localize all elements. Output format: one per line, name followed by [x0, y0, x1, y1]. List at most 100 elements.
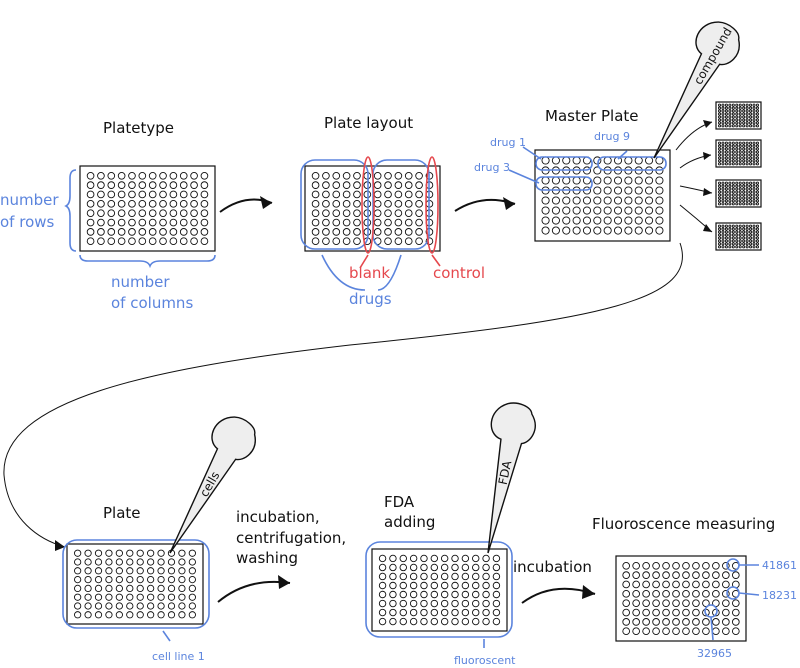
- fluoro-plate-well: [682, 608, 690, 617]
- cells-plate-well: [136, 575, 144, 584]
- cells-plate-well: [115, 567, 123, 575]
- mini-plate-2-well: [724, 159, 728, 163]
- fda-plate-well: [378, 581, 387, 590]
- fda-plate-well: [451, 590, 459, 599]
- mini-plate-3-well: [721, 181, 725, 185]
- master-plate-well: [624, 196, 633, 205]
- fluoro-plate-well: [692, 590, 700, 598]
- master-plate-well: [634, 176, 643, 185]
- fluoro-plate-well: [632, 571, 640, 579]
- fluoro-plate-well: [702, 627, 710, 636]
- mini-plate-2-well: [738, 141, 742, 145]
- fda-plate-well: [492, 617, 501, 626]
- mini-plate-4-well: [755, 242, 759, 246]
- cells-plate-well: [147, 584, 155, 593]
- mini-plate-1-well: [724, 106, 728, 110]
- platetype-plate-well: [128, 181, 136, 189]
- layout-plate-well: [353, 181, 361, 189]
- layout-plate-well: [394, 200, 403, 208]
- mini-plate-3-well: [731, 202, 735, 206]
- platetype-plate-well: [128, 218, 136, 227]
- platetype-plate-well: [128, 190, 136, 199]
- mini-plate-3-well: [742, 202, 746, 206]
- platetype-plate-well: [200, 181, 209, 189]
- fda-plate-well: [378, 572, 387, 581]
- mini-plate-1-well: [749, 115, 753, 119]
- mini-plate-1-well: [738, 112, 742, 116]
- fda-plate-well: [472, 563, 480, 572]
- mini-plate-2-well: [745, 162, 749, 166]
- layout-plate-well: [384, 237, 392, 246]
- mini-plate-4-well: [755, 230, 759, 234]
- layout-plate-well: [342, 200, 351, 208]
- layout-plate-well: [394, 181, 403, 189]
- mini-plate-2-well: [745, 141, 749, 145]
- layout-plate-well: [311, 171, 320, 180]
- fluoro-plate-well: [652, 599, 660, 607]
- mini-plate-3-well: [749, 199, 753, 203]
- reading-value-1: 41861: [762, 559, 797, 572]
- master-plate-well: [551, 226, 560, 235]
- mini-plate-1-well: [735, 124, 739, 128]
- layout-plate-well: [415, 209, 423, 217]
- mini-plate-1-well: [731, 124, 735, 128]
- cells-plate-well: [105, 567, 113, 575]
- cells-plate-well: [84, 584, 92, 593]
- fda-plate-well: [420, 617, 428, 626]
- mini-plate-2-well: [749, 147, 753, 151]
- mini-plate-2-well: [735, 153, 739, 157]
- fluoro-plate-well: [662, 590, 670, 598]
- fda-plate-well: [389, 617, 397, 626]
- platetype-plate-well: [138, 190, 147, 199]
- mini-plate-4-well: [749, 242, 753, 246]
- mini-plate-2-well: [742, 159, 746, 163]
- fda-plate-well: [430, 554, 439, 563]
- master-plate-well: [645, 216, 654, 225]
- fda-plate-well: [399, 581, 407, 590]
- master-plate-well: [634, 156, 643, 165]
- layout-plate-well: [311, 228, 320, 236]
- layout-plate-well: [342, 181, 351, 189]
- mini-plate-2-well: [724, 162, 728, 166]
- fda-plate-well: [451, 554, 459, 563]
- mini-plate-1-well: [738, 103, 742, 107]
- mini-plate-4-well: [745, 236, 749, 240]
- mini-plate-3-well: [735, 187, 739, 191]
- mini-plate-2-well: [718, 162, 722, 166]
- platetype-plate-well: [190, 237, 198, 246]
- mini-plate-1-well: [721, 106, 725, 110]
- mini-plate-3-well: [735, 196, 739, 200]
- mini-plate-1-well: [742, 109, 746, 113]
- drugs-group-left: [300, 159, 369, 250]
- mini-plate-1-well: [752, 118, 756, 122]
- mini-plate-1-well: [745, 121, 749, 125]
- fluoro-plate-frame: [615, 555, 747, 642]
- mini-plate-3-well: [724, 184, 728, 188]
- mini-plate-4-well: [738, 242, 742, 246]
- platetype-plate-well: [148, 228, 157, 236]
- mini-plate-2-well: [721, 147, 725, 151]
- arrow-4-head: [582, 585, 595, 599]
- mini-plate-3-well: [752, 202, 756, 206]
- platetype-plate-well: [138, 171, 147, 180]
- fluoro-plate-well: [622, 580, 630, 589]
- fluoro-plate-well: [652, 561, 660, 570]
- mini-plate-3-well: [718, 196, 722, 200]
- master-plate: [534, 149, 671, 242]
- mini-plate-2-well: [738, 150, 742, 154]
- fda-plate-well: [378, 563, 387, 572]
- layout-plate-well: [332, 218, 341, 227]
- mini-plate-4-well: [752, 233, 756, 237]
- cells-plate-well: [147, 567, 155, 575]
- fda-plate-well: [440, 599, 449, 608]
- mini-plate-3-well: [728, 187, 732, 191]
- fluoro-plate-well: [652, 590, 660, 598]
- platetype-title: Platetype: [103, 119, 174, 137]
- cells-plate-well: [105, 575, 113, 584]
- fda-plate-well: [399, 617, 407, 626]
- mini-plate-1-well: [742, 112, 746, 116]
- mini-plate-4-well: [728, 242, 732, 246]
- mini-plate-2-well: [742, 162, 746, 166]
- mini-plate-3-well: [731, 184, 735, 188]
